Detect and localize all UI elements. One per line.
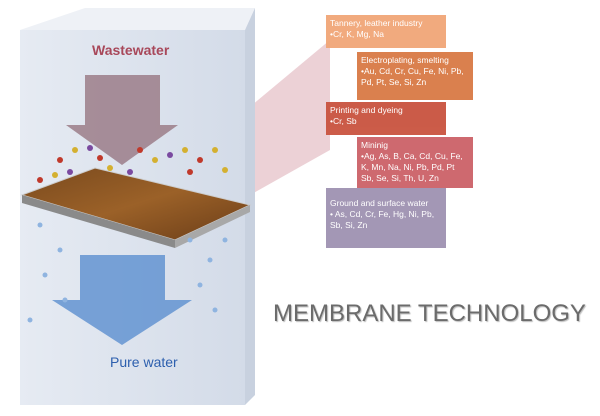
tank-top	[20, 8, 255, 30]
membrane-edge-right	[175, 205, 250, 248]
source-name: Ground and surface water	[330, 198, 429, 208]
pure-water-label: Pure water	[110, 354, 178, 370]
membrane-edge	[22, 195, 175, 248]
source-name: Tannery, leather industry	[330, 18, 423, 28]
source-box-printing: Printing and dyeing •Cr, Sb	[326, 102, 446, 135]
source-elements: •Ag, As, B, Ca, Cd, Cu, Fe, K, Mn, Na, N…	[361, 151, 463, 183]
source-name: Electroplating, smelting	[361, 55, 449, 65]
wastewater-arrow	[66, 75, 178, 165]
source-elements: •Au, Cd, Cr, Cu, Fe, Ni, Pb, Pd, Pt, Se,…	[361, 66, 464, 87]
water-droplets	[27, 222, 228, 323]
wastewater-label: Wastewater	[92, 42, 170, 58]
source-box-mining: Mininig •Ag, As, B, Ca, Cd, Cu, Fe, K, M…	[357, 137, 473, 188]
pure-water-arrow	[52, 255, 192, 345]
source-elements: • As, Cd, Cr, Fe, Hg, Ni, Pb, Sb, Si, Zn	[330, 209, 435, 230]
source-name: Mininig	[361, 140, 388, 150]
source-elements: •Cr, K, Mg, Na	[330, 29, 384, 39]
source-elements: •Cr, Sb	[330, 116, 357, 126]
source-name: Printing and dyeing	[330, 105, 403, 115]
source-box-tannery: Tannery, leather industry •Cr, K, Mg, Na	[326, 15, 446, 48]
source-box-electroplating: Electroplating, smelting •Au, Cd, Cr, Cu…	[357, 52, 473, 100]
diagram-title: MEMBRANE TECHNOLOGY	[273, 300, 586, 327]
contaminant-particles	[37, 145, 228, 183]
source-box-ground-water: Ground and surface water • As, Cd, Cr, F…	[326, 188, 446, 248]
